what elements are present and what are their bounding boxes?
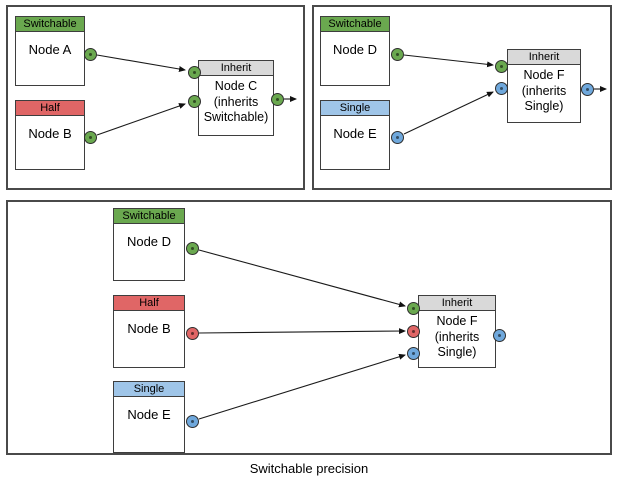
node-c-header: Inherit (199, 61, 273, 76)
port-node-f2-input-3 (406, 346, 420, 360)
node-e2: Single Node E (113, 381, 185, 453)
node-e: Single Node E (320, 100, 390, 170)
node-a-label: Node A (28, 42, 72, 57)
port-node-f-input-1 (494, 59, 508, 73)
node-b2-header: Half (114, 296, 184, 311)
node-f2-header: Inherit (419, 296, 495, 311)
node-a-header: Switchable (16, 17, 84, 32)
port-node-d2-output (185, 241, 199, 255)
node-d2-header: Switchable (114, 209, 184, 224)
node-b2-label: Node B (127, 321, 171, 336)
port-node-f-input-2 (494, 81, 508, 95)
port-node-c-output (270, 92, 284, 106)
port-node-f2-input-1 (406, 301, 420, 315)
node-b2: Half Node B (113, 295, 185, 368)
port-node-e-output (390, 130, 404, 144)
node-b-header: Half (16, 101, 84, 116)
node-f2: Inherit Node F (inherits Single) (418, 295, 496, 368)
port-node-c-input-1 (187, 65, 201, 79)
panel-bottom (6, 200, 612, 455)
node-b: Half Node B (15, 100, 85, 170)
node-a: Switchable Node A (15, 16, 85, 86)
port-node-c-input-2 (187, 94, 201, 108)
node-d-label: Node D (332, 42, 378, 57)
node-f-header: Inherit (508, 50, 580, 65)
node-e2-header: Single (114, 382, 184, 397)
figure-caption: Switchable precision (249, 461, 369, 476)
node-d-header: Switchable (321, 17, 389, 32)
node-d: Switchable Node D (320, 16, 390, 86)
port-node-a-output (83, 47, 97, 61)
node-e2-label: Node E (127, 407, 171, 422)
node-f: Inherit Node F (inherits Single) (507, 49, 581, 123)
port-node-e2-output (185, 414, 199, 428)
node-f-label: Node F (inherits Single) (521, 68, 567, 113)
port-node-b-output (83, 130, 97, 144)
node-f2-label: Node F (inherits Single) (434, 314, 480, 359)
node-d2: Switchable Node D (113, 208, 185, 281)
node-c-label: Node C (inherits Switchable) (203, 79, 269, 124)
port-node-f2-input-2 (406, 324, 420, 338)
port-node-f-output (580, 82, 594, 96)
node-c: Inherit Node C (inherits Switchable) (198, 60, 274, 136)
node-e-header: Single (321, 101, 389, 116)
port-node-f2-output (492, 328, 506, 342)
node-d2-label: Node D (126, 234, 172, 249)
port-node-d-output (390, 47, 404, 61)
node-e-label: Node E (333, 126, 377, 141)
port-node-b2-output (185, 326, 199, 340)
node-b-label: Node B (28, 126, 72, 141)
